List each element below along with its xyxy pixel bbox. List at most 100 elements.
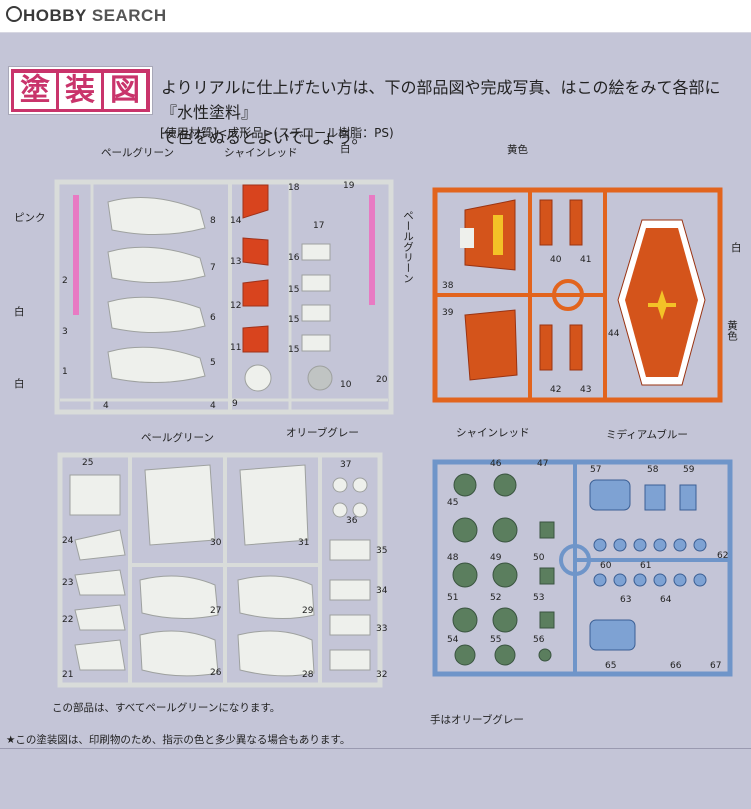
svg-text:32: 32 (376, 670, 387, 680)
svg-text:4: 4 (210, 401, 216, 411)
title-char-2: 装 (59, 73, 101, 109)
svg-text:15: 15 (288, 285, 299, 295)
svg-text:28: 28 (302, 670, 314, 680)
svg-text:19: 19 (343, 181, 355, 191)
svg-text:27: 27 (210, 606, 221, 616)
hobbysearch-logo[interactable]: HOBBY SEARCH (6, 6, 167, 26)
svg-text:29: 29 (302, 606, 314, 616)
svg-text:13: 13 (230, 257, 241, 267)
intro-text: よりリアルに仕上げたい方は、下の部品図や完成写真、はこの絵をみて各部に『水性塗料… (161, 75, 741, 150)
svg-text:3: 3 (62, 327, 68, 337)
part-22 (74, 604, 126, 631)
svg-text:50: 50 (533, 553, 545, 563)
red-part-11 (242, 325, 269, 353)
pink-antenna-left (73, 195, 79, 315)
svg-text:60: 60 (600, 561, 612, 571)
label-white-left-1: 白 (14, 306, 25, 318)
svg-text:48: 48 (447, 553, 459, 563)
svg-text:7: 7 (210, 263, 216, 273)
svg-text:26: 26 (210, 668, 222, 678)
label-pale-green-vertical: ペールグリーン (402, 210, 414, 284)
svg-text:31: 31 (298, 538, 309, 548)
svg-text:43: 43 (580, 385, 591, 395)
svg-text:20: 20 (376, 375, 388, 385)
logo-ring-icon (6, 6, 22, 22)
part-34 (329, 579, 371, 601)
part-33 (329, 614, 371, 636)
red-part-41 (569, 199, 583, 246)
part-21 (74, 639, 126, 671)
red-part-13 (242, 237, 269, 266)
part-30 (144, 464, 216, 546)
material-info: [使用材質]<成形品>(スチロール樹脂：PS) (160, 126, 394, 140)
part-26 (139, 630, 219, 677)
svg-text:4: 4 (103, 401, 109, 411)
runner-3-footnote: この部品は、すべてペールグリーンになります。 (52, 702, 281, 714)
svg-text:58: 58 (647, 465, 659, 475)
svg-text:54: 54 (447, 635, 459, 645)
red-part-40 (539, 199, 553, 246)
svg-text:64: 64 (660, 595, 672, 605)
red-part-42 (539, 324, 553, 371)
label-pale-green-1: ペールグリーン (101, 147, 174, 159)
label-shine-red-1: シャインレッド (224, 147, 298, 159)
svg-text:24: 24 (62, 536, 74, 546)
svg-text:36: 36 (346, 516, 358, 526)
part-15b (301, 304, 331, 322)
label-white-right: 白 (731, 242, 742, 254)
svg-text:62: 62 (717, 551, 728, 561)
label-hands-olive: 手はオリーブグレー (430, 714, 524, 726)
svg-text:55: 55 (490, 635, 501, 645)
svg-text:41: 41 (580, 255, 591, 265)
red-part-14 (242, 184, 269, 219)
part-65 (589, 619, 636, 651)
runner-3-frame (57, 452, 383, 688)
svg-text:8: 8 (210, 216, 216, 226)
svg-text:38: 38 (442, 281, 454, 291)
part-16 (301, 243, 331, 261)
red-part-43 (569, 324, 583, 371)
svg-text:30: 30 (210, 538, 222, 548)
svg-text:23: 23 (62, 578, 73, 588)
svg-text:66: 66 (670, 661, 682, 671)
label-shine-red-bottom: シャインレッド (456, 427, 530, 439)
label-pink: ピンク (14, 212, 46, 224)
bottom-divider (0, 748, 751, 749)
part-23 (74, 569, 126, 596)
label-white-top: 白 (340, 143, 351, 155)
part-24 (74, 529, 126, 561)
svg-text:65: 65 (605, 661, 616, 671)
svg-text:45: 45 (447, 498, 458, 508)
part-7 (107, 246, 206, 283)
label-olive-gray: オリーブグレー (286, 427, 359, 439)
svg-text:67: 67 (710, 661, 721, 671)
intro-line-2: で色をぬるとよいでしょう。 (161, 128, 368, 147)
part-8 (107, 197, 206, 235)
svg-text:57: 57 (590, 465, 601, 475)
part-10-olive (307, 365, 333, 391)
svg-text:21: 21 (62, 670, 73, 680)
svg-text:52: 52 (490, 593, 501, 603)
part-35 (329, 539, 371, 561)
part-28 (237, 630, 315, 677)
svg-text:46: 46 (490, 459, 502, 469)
svg-text:11: 11 (230, 343, 241, 353)
svg-text:35: 35 (376, 546, 387, 556)
svg-text:17: 17 (313, 221, 324, 231)
runner-2-frame (432, 187, 723, 403)
pink-antenna-right (369, 195, 375, 305)
part-25 (69, 474, 121, 516)
part-15c (301, 334, 331, 352)
svg-text:34: 34 (376, 586, 388, 596)
svg-text:42: 42 (550, 385, 561, 395)
part-32 (329, 649, 371, 671)
svg-text:6: 6 (210, 313, 216, 323)
svg-text:47: 47 (537, 459, 548, 469)
intro-line-1: よりリアルに仕上げたい方は、下の部品図や完成写真、はこの絵をみて各部に『水性塗料… (161, 78, 721, 122)
svg-text:51: 51 (447, 593, 458, 603)
part-57 (589, 479, 631, 511)
